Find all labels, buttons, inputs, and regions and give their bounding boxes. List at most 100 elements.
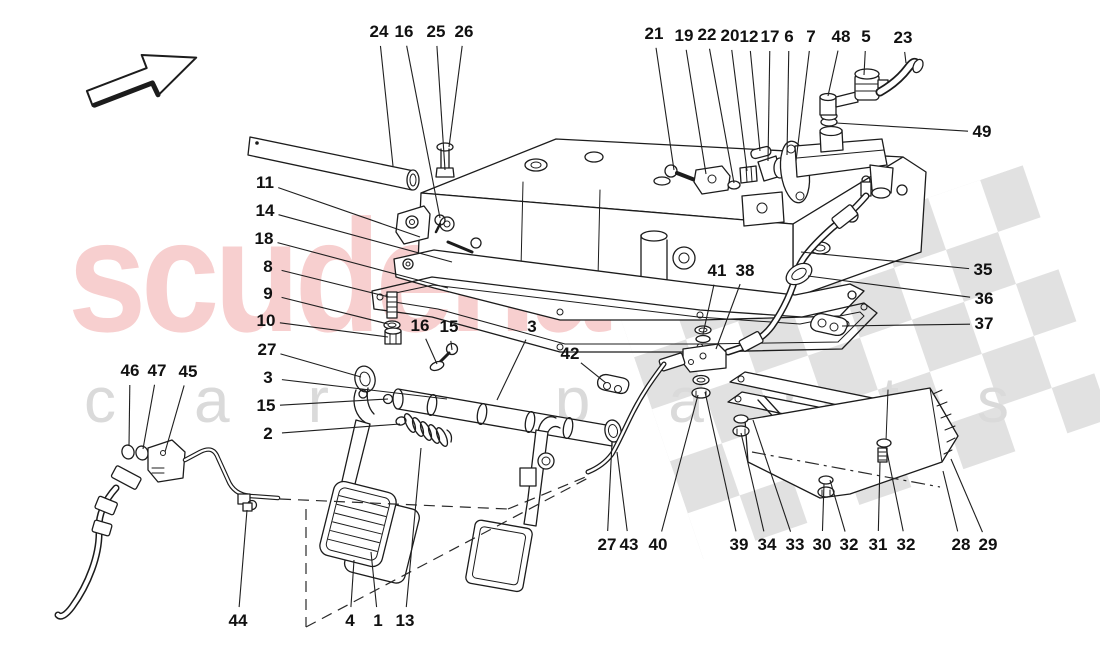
clutch-pedal bbox=[319, 387, 420, 584]
part-callout-25: 25 bbox=[426, 22, 446, 41]
leader-line-2 bbox=[281, 423, 401, 434]
leader-line-31 bbox=[877, 461, 881, 532]
clutch-pipe bbox=[585, 361, 667, 475]
leader-line-47 bbox=[142, 384, 156, 450]
leader-line-46 bbox=[128, 384, 131, 447]
part-callout-32: 32 bbox=[896, 535, 916, 554]
leader-line-14 bbox=[278, 214, 453, 263]
part-callout-30: 30 bbox=[812, 535, 832, 554]
leader-line-30 bbox=[821, 483, 825, 532]
part-callout-49: 49 bbox=[972, 122, 992, 141]
leader-line-21 bbox=[655, 47, 675, 171]
part-callout-18: 18 bbox=[254, 229, 274, 248]
leader-line-36 bbox=[807, 275, 971, 298]
leader-line-10 bbox=[279, 322, 389, 338]
part-callout-21: 21 bbox=[644, 24, 664, 43]
pipe-clip bbox=[596, 373, 630, 395]
part-callout-11: 11 bbox=[256, 173, 274, 192]
part-callout-24: 24 bbox=[369, 22, 389, 41]
leader-line-22 bbox=[708, 48, 735, 184]
leader-line-26 bbox=[448, 45, 463, 148]
brake-pedal bbox=[465, 416, 561, 593]
pedal-shaft bbox=[354, 365, 622, 447]
leader-line-45 bbox=[164, 385, 185, 453]
return-spring bbox=[382, 393, 453, 447]
part-callout-26: 26 bbox=[454, 22, 474, 41]
part-callout-37: 37 bbox=[974, 314, 994, 333]
leader-line-20 bbox=[731, 49, 748, 172]
heat-shield-assembly bbox=[727, 371, 959, 499]
part-callout-41: 41 bbox=[707, 261, 727, 280]
part-callout-9: 9 bbox=[263, 284, 273, 303]
part-callout-23: 23 bbox=[893, 28, 913, 47]
leader-line-39 bbox=[704, 391, 737, 532]
leader-line-44 bbox=[238, 509, 248, 608]
leader-line-6 bbox=[786, 50, 790, 156]
part-callout-22: 22 bbox=[697, 25, 717, 44]
part-callout-16: 16 bbox=[394, 22, 414, 41]
part-callout-2: 2 bbox=[263, 424, 273, 443]
leader-line-32 bbox=[829, 479, 846, 532]
leader-line-34 bbox=[740, 432, 765, 532]
union-block bbox=[658, 325, 727, 399]
part-callout-6: 6 bbox=[784, 27, 794, 46]
assembly-dashed-lines bbox=[279, 475, 591, 628]
leader-line-33 bbox=[752, 419, 792, 532]
leader-line-40 bbox=[661, 394, 699, 532]
part-callout-35: 35 bbox=[973, 260, 993, 279]
part-callout-27: 27 bbox=[597, 535, 617, 554]
part-callout-39: 39 bbox=[729, 535, 749, 554]
leader-line-25 bbox=[436, 45, 446, 171]
leader-line-32 bbox=[885, 446, 904, 532]
part-callout-8: 8 bbox=[263, 257, 273, 276]
leader-line-12 bbox=[749, 50, 761, 152]
part-callout-33: 33 bbox=[785, 535, 805, 554]
part-callout-31: 31 bbox=[868, 535, 888, 554]
leader-line-27 bbox=[607, 441, 613, 532]
leader-line-38 bbox=[715, 283, 741, 350]
part-callout-14: 14 bbox=[255, 201, 275, 220]
leader-line-13 bbox=[405, 447, 422, 608]
leader-line-29 bbox=[950, 458, 983, 533]
part-callout-27: 27 bbox=[257, 340, 277, 359]
stud-washer-nut bbox=[383, 291, 459, 372]
leader-line-42 bbox=[580, 362, 607, 384]
part-callout-4: 4 bbox=[345, 611, 355, 630]
part-callout-40: 40 bbox=[648, 535, 668, 554]
part-callout-32: 32 bbox=[839, 535, 859, 554]
leader-line-16 bbox=[425, 338, 438, 365]
part-callout-15: 15 bbox=[439, 317, 459, 336]
leader-line-37 bbox=[841, 323, 971, 327]
leader-line-5 bbox=[863, 50, 866, 76]
leader-line-15 bbox=[279, 398, 389, 406]
part-callout-44: 44 bbox=[228, 611, 248, 630]
leader-line-23 bbox=[904, 51, 907, 64]
part-callout-34: 34 bbox=[757, 535, 777, 554]
part-callout-36: 36 bbox=[974, 289, 994, 308]
part-callout-20: 20 bbox=[720, 26, 740, 45]
direction-arrow-icon bbox=[85, 53, 198, 108]
part-callout-48: 48 bbox=[831, 27, 851, 46]
shift-rod bbox=[247, 136, 420, 191]
part-callout-10: 10 bbox=[256, 311, 276, 330]
part-callout-43: 43 bbox=[619, 535, 639, 554]
leader-line-19 bbox=[685, 49, 707, 175]
leader-line-24 bbox=[379, 45, 394, 167]
part-callout-29: 29 bbox=[978, 535, 998, 554]
callout-leader-lines bbox=[128, 45, 983, 608]
left-hose-assembly bbox=[54, 439, 281, 620]
part-callout-45: 45 bbox=[178, 362, 198, 381]
reservoir-hose bbox=[875, 57, 924, 97]
part-callout-46: 46 bbox=[120, 361, 140, 380]
leader-line-28 bbox=[942, 470, 959, 532]
clutch-master-cylinder bbox=[779, 68, 894, 204]
leader-line-9 bbox=[281, 296, 389, 325]
part-callout-3: 3 bbox=[527, 317, 537, 336]
part-callout-5: 5 bbox=[861, 27, 871, 46]
leader-line-1 bbox=[370, 551, 378, 608]
part-callout-17: 17 bbox=[760, 27, 780, 46]
leader-line-15 bbox=[450, 340, 453, 351]
leader-line-11 bbox=[278, 187, 421, 238]
